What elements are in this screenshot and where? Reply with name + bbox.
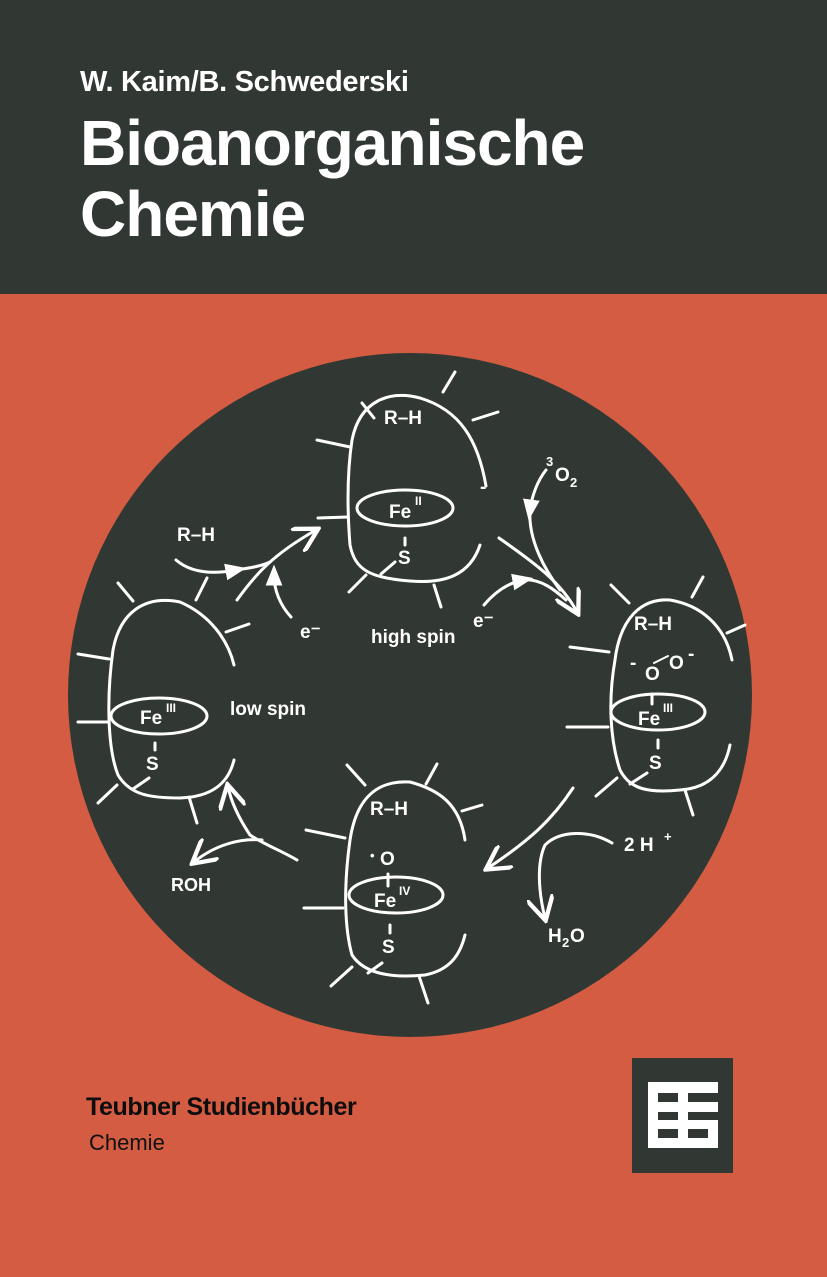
label-2h-sup: + — [664, 829, 672, 844]
series-name: Teubner Studienbücher — [86, 1093, 357, 1121]
label-o2: O — [555, 465, 570, 486]
label-s-bottom: S — [382, 937, 395, 958]
label-low-spin: low spin — [230, 699, 306, 720]
label-minus-2: - — [688, 644, 694, 665]
protein-right — [565, 575, 747, 817]
label-oxo: O — [380, 849, 395, 870]
diagram-labels: R–H Fe II - S high spin e⁻ 3 O 2 R–H e⁻ … — [140, 408, 694, 958]
label-s-top: S — [398, 548, 411, 569]
label-peroxo-o1: O — [645, 664, 660, 685]
arrow-rh-to-top — [174, 530, 316, 619]
label-high-spin: high spin — [371, 627, 455, 648]
protein-left — [76, 576, 251, 825]
authors: W. Kaim/B. Schwederski — [80, 66, 409, 98]
dark-circle — [68, 353, 752, 1037]
label-e-right: e⁻ — [473, 611, 494, 632]
protein-top — [315, 370, 500, 609]
top-title-band — [0, 0, 827, 294]
label-ox-iii-left: III — [166, 701, 176, 715]
label-ox-iv: IV — [399, 884, 410, 898]
label-minus-1: - — [630, 653, 636, 674]
protein-bottom — [302, 762, 484, 1005]
arrow-right-to-bottom — [488, 786, 614, 918]
label-2h: 2 H — [624, 835, 654, 856]
label-rh-in: R–H — [177, 525, 215, 546]
label-fe-top: Fe — [389, 502, 411, 523]
tg-monogram-icon — [648, 1082, 718, 1148]
label-charge-top: - — [480, 477, 486, 498]
label-peroxo-o2: O — [669, 653, 684, 674]
arrow-bottom-to-left — [194, 787, 299, 862]
title-line-2: Chemie — [80, 178, 306, 250]
label-fe-right: Fe — [638, 709, 660, 730]
label-rh-top: R–H — [384, 408, 422, 429]
label-h2o-h: H — [548, 926, 562, 947]
label-fe-bottom: Fe — [374, 891, 396, 912]
book-title: Bioanorganische Chemie — [80, 107, 585, 250]
label-s-right: S — [649, 753, 662, 774]
label-o2-pre: 3 — [546, 454, 553, 469]
label-fe-left: Fe — [140, 708, 162, 729]
label-o2-sub: 2 — [570, 475, 577, 490]
label-roh: ROH — [171, 875, 211, 895]
label-ox-iii-right: III — [663, 701, 673, 715]
publisher-logo — [632, 1058, 733, 1173]
label-h2o-o: O — [570, 926, 585, 947]
label-rh-right: R–H — [634, 614, 672, 635]
label-h2o-sub: 2 — [562, 935, 569, 950]
label-radical-dot: • — [370, 848, 375, 863]
title-line-1: Bioanorganische — [80, 107, 585, 179]
label-ox-ii: II — [415, 494, 422, 508]
label-e-left: e⁻ — [300, 622, 321, 643]
label-s-left: S — [146, 754, 159, 775]
arrow-top-to-right — [482, 468, 577, 612]
series-subject: Chemie — [89, 1130, 165, 1155]
label-rh-bottom: R–H — [370, 799, 408, 820]
